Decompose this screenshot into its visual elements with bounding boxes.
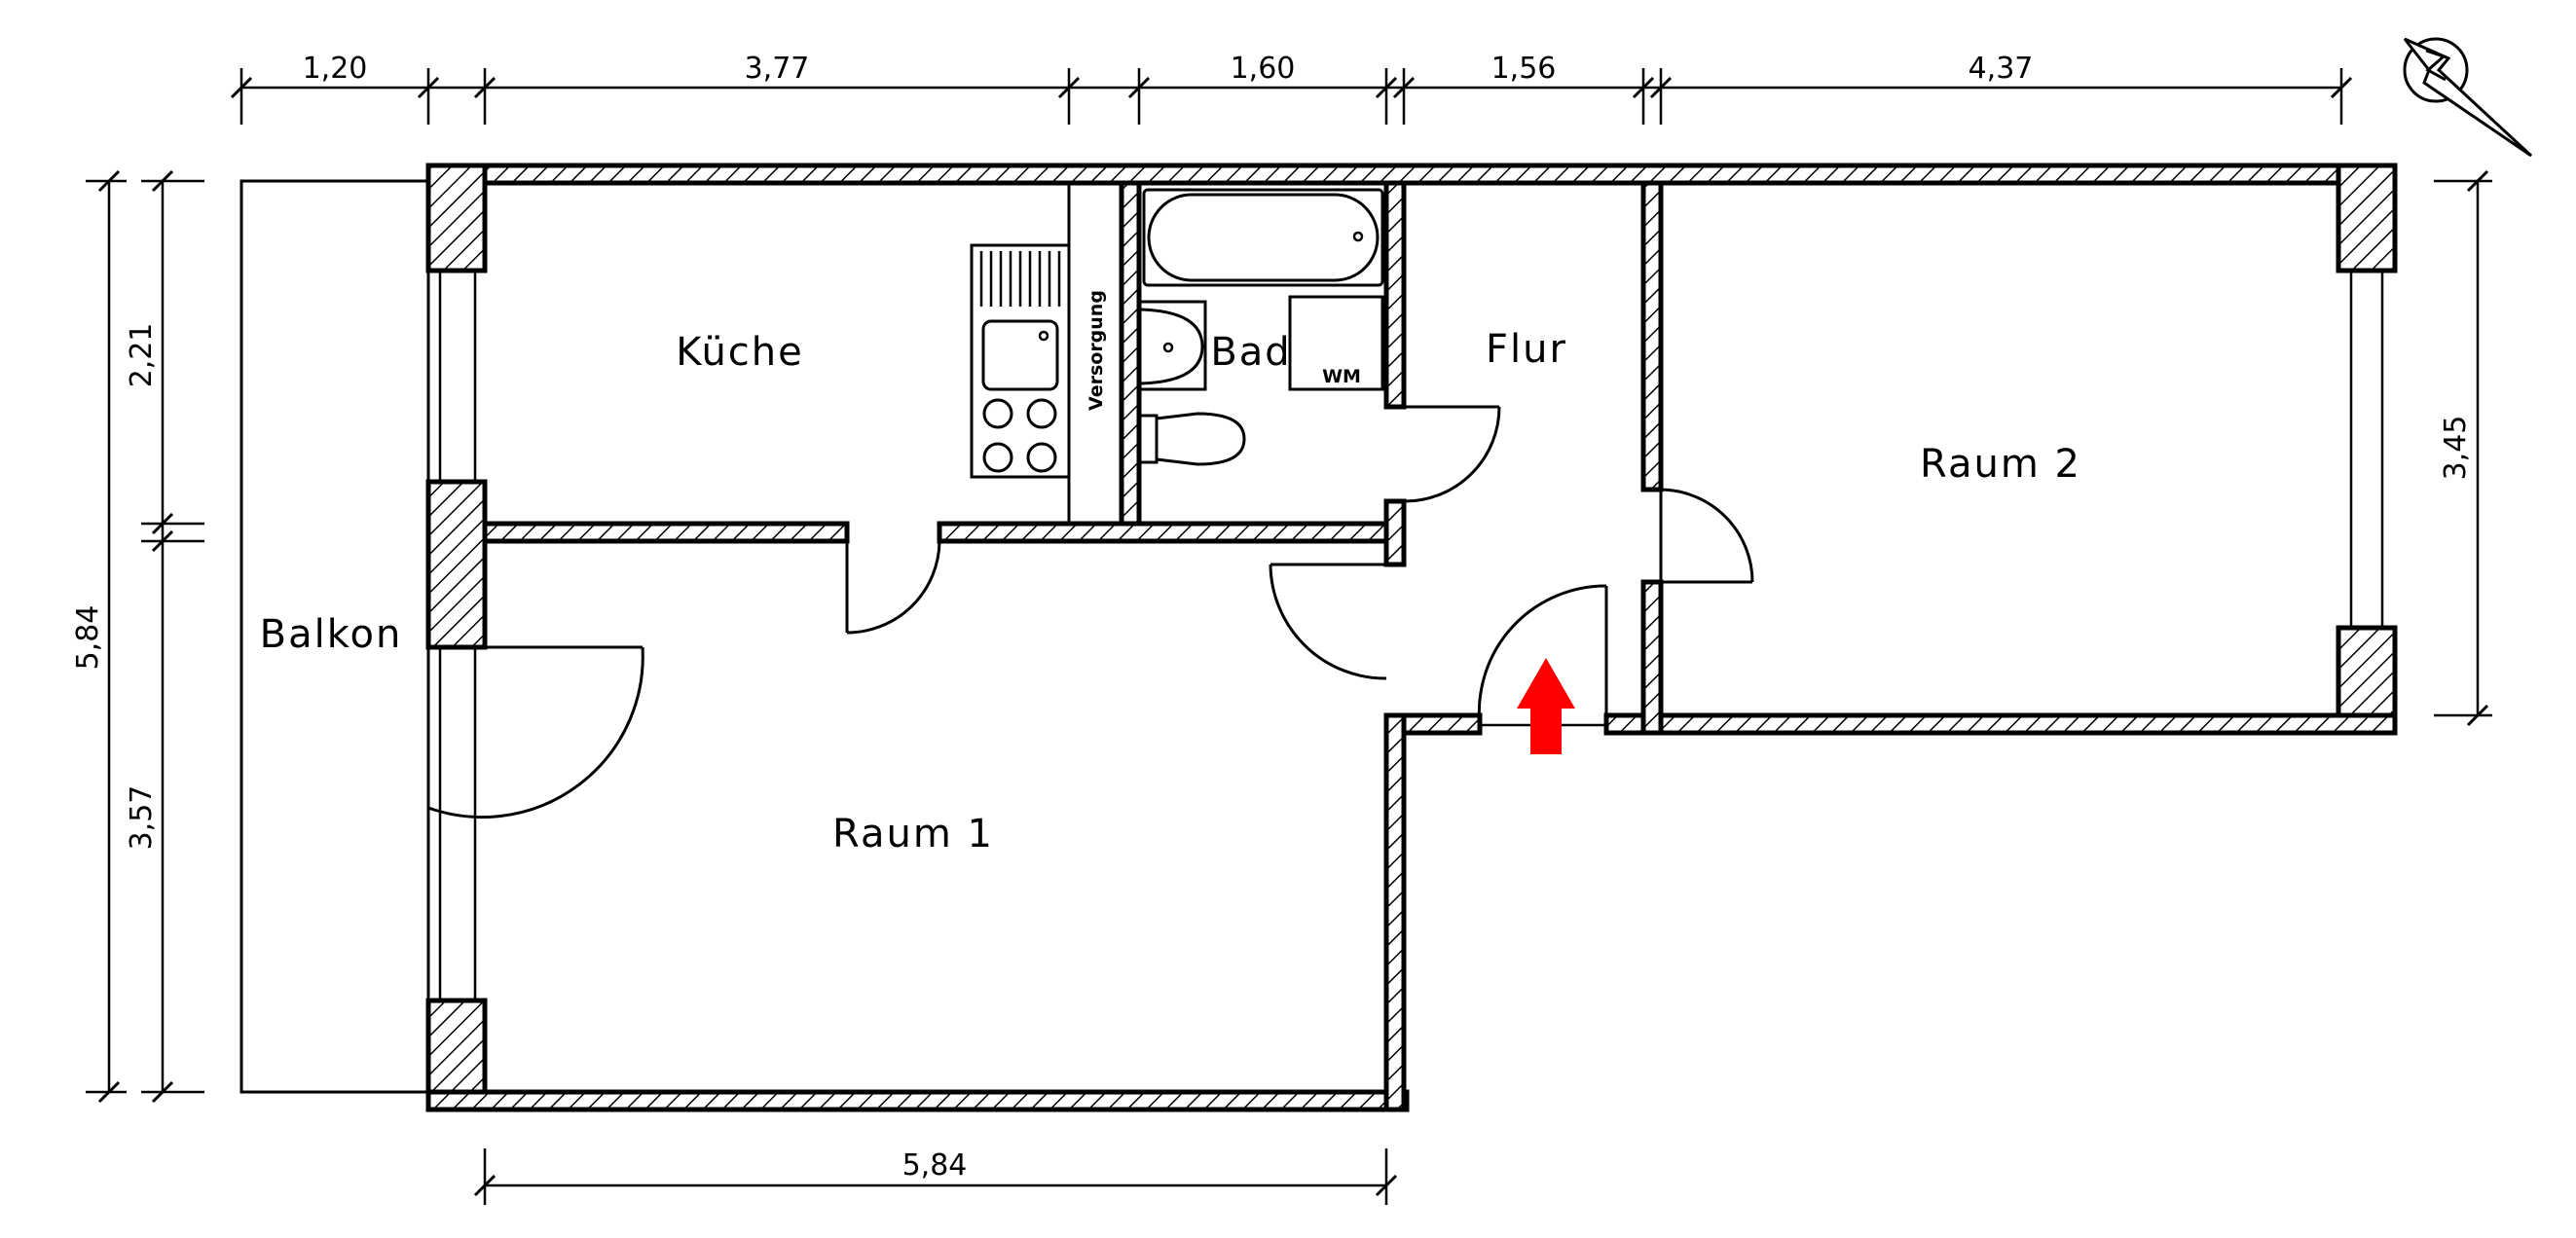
walls	[425, 163, 2398, 1112]
washing-machine-icon	[1288, 295, 1384, 391]
washing-machine-label: WM	[1322, 366, 1361, 387]
sink-icon	[981, 319, 1059, 391]
windows	[438, 271, 2384, 1001]
dim-top-flur: 1,56	[1491, 52, 1557, 86]
room-labels: Küche Bad Flur Raum 2 Raum 1 Balkon Vers…	[260, 290, 2081, 856]
dimension-labels: 1,20 3,77 1,60 1,56 4,37 5,84 2,21 3,57 …	[71, 52, 2473, 1183]
dim-top-raum2: 4,37	[1969, 52, 2034, 86]
north-arrow-icon	[2403, 37, 2533, 158]
room-label-balkon: Balkon	[260, 612, 403, 657]
dim-left-outer: 5,84	[71, 605, 105, 671]
balcony-outline	[239, 179, 430, 1094]
kitchen-fixtures	[970, 181, 1123, 526]
dim-left-bottom: 3,57	[125, 785, 159, 851]
versorgung-label: Versorgung	[1086, 290, 1107, 411]
drain-grill	[979, 251, 1061, 307]
dim-left-top: 2,21	[125, 323, 159, 388]
dim-top-bad: 1,60	[1231, 52, 1296, 86]
bathtub-icon	[1142, 188, 1384, 287]
bathroom-fixtures	[1137, 188, 1384, 466]
washbasin-icon	[1137, 300, 1207, 391]
room-label-bad: Bad	[1210, 330, 1291, 375]
room-label-raum1: Raum 1	[832, 812, 994, 856]
entrance-arrow-icon	[1517, 658, 1575, 754]
dim-top-kueche: 3,77	[745, 52, 810, 86]
dimension-lines	[86, 68, 2492, 1205]
dim-bottom: 5,84	[902, 1148, 968, 1183]
dim-top-balkon: 1,20	[303, 52, 368, 86]
stove-icon	[982, 398, 1057, 473]
room-label-kueche: Küche	[676, 330, 804, 375]
room-label-raum2: Raum 2	[1920, 442, 2081, 487]
doors	[427, 405, 1754, 819]
dim-right: 3,45	[2439, 416, 2473, 481]
room-label-flur: Flur	[1486, 327, 1567, 372]
toilet-icon	[1137, 412, 1246, 466]
